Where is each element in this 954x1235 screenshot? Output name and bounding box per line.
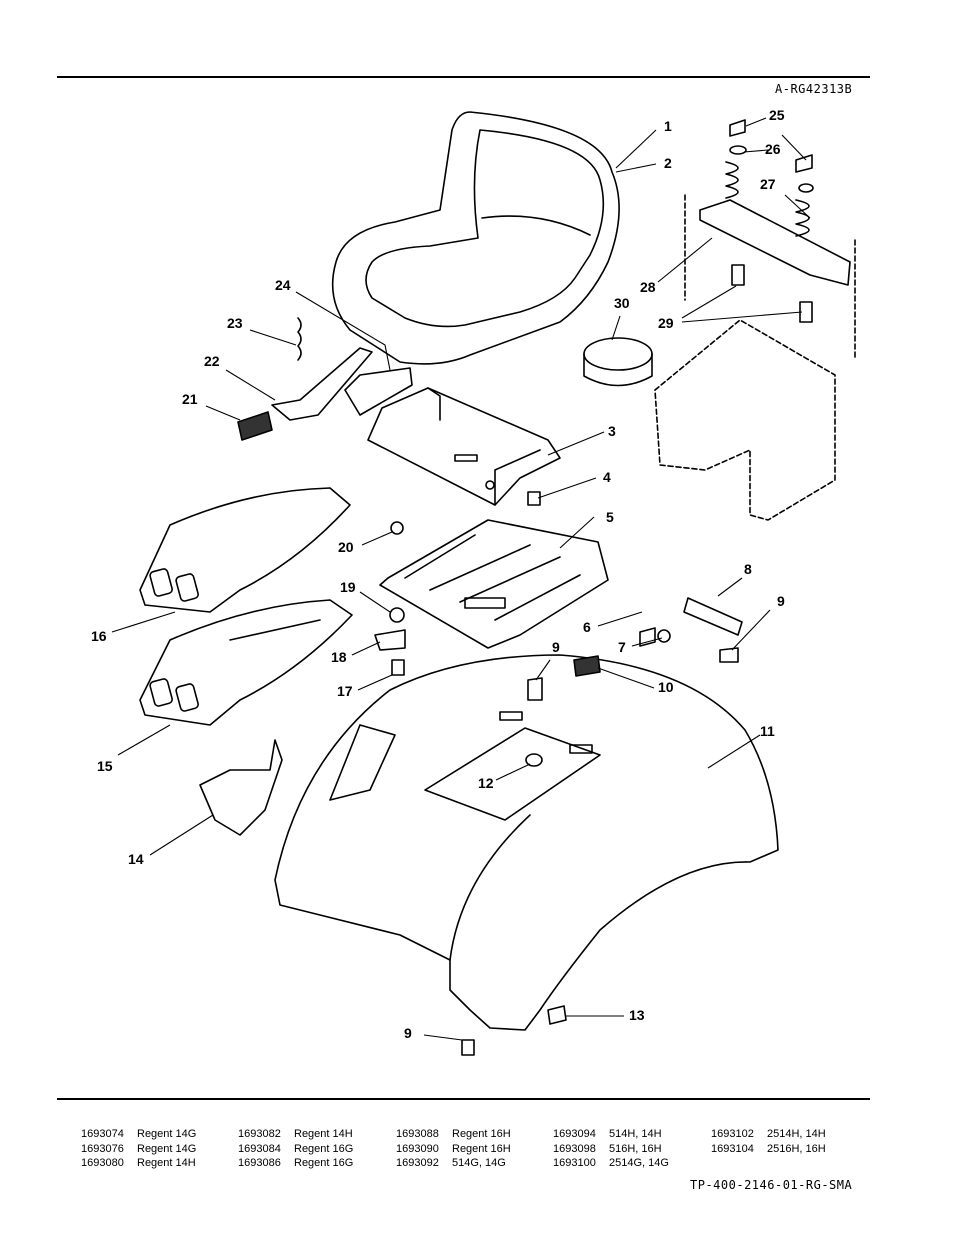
callout-6: 6 [583,619,591,635]
callout-17: 17 [337,683,353,699]
callout-2: 2 [664,155,672,171]
leader-lines [111,117,811,1041]
fender-pan-16 [139,487,351,613]
lever-assembly [237,317,413,441]
callout-12: 12 [478,775,494,791]
callout-26: 26 [765,141,781,157]
callout-25: 25 [769,107,785,123]
callout-1: 1 [664,118,672,134]
callout-5: 5 [606,509,614,525]
bottom-rule [57,1098,870,1100]
top-rule [57,76,870,78]
document-code: TP-400-2146-01-RG-SMA [690,1178,853,1192]
seat-switch [583,337,653,387]
callout-7: 7 [618,639,626,655]
callout-13: 13 [629,1007,645,1023]
callout-3: 3 [608,423,616,439]
slide-plate [379,519,609,649]
callout-21: 21 [182,391,198,407]
seat [331,111,620,365]
callout-23: 23 [227,315,243,331]
callout-9c: 9 [404,1025,412,1041]
rear-fender [274,654,779,1031]
small-hardware [374,521,739,1056]
callout-18: 18 [331,649,347,665]
callout-15: 15 [97,758,113,774]
seat-pan [367,387,561,506]
figure-code: A-RG42313B [775,82,853,96]
callout-16: 16 [91,628,107,644]
callout-29: 29 [658,315,674,331]
fender-pan-15 [139,599,353,726]
callout-labels: 1 2 3 4 5 6 7 8 9 9 9 10 11 12 13 14 15 … [91,107,785,1041]
callout-19: 19 [340,579,356,595]
callout-8: 8 [744,561,752,577]
callout-27: 27 [760,176,776,192]
callout-9b: 9 [552,639,560,655]
mount-bracket [683,597,743,636]
callout-14: 14 [128,851,144,867]
callout-10: 10 [658,679,674,695]
frame-dashed [654,194,856,521]
callout-30: 30 [614,295,630,311]
callout-20: 20 [338,539,354,555]
callout-22: 22 [204,353,220,369]
callout-4: 4 [603,469,611,485]
callout-9a: 9 [777,593,785,609]
callout-28: 28 [640,279,656,295]
callout-11: 11 [760,723,775,739]
spring-bracket [699,119,851,323]
screw-4 [527,491,541,506]
callout-24: 24 [275,277,291,293]
cup-holder [199,739,283,836]
